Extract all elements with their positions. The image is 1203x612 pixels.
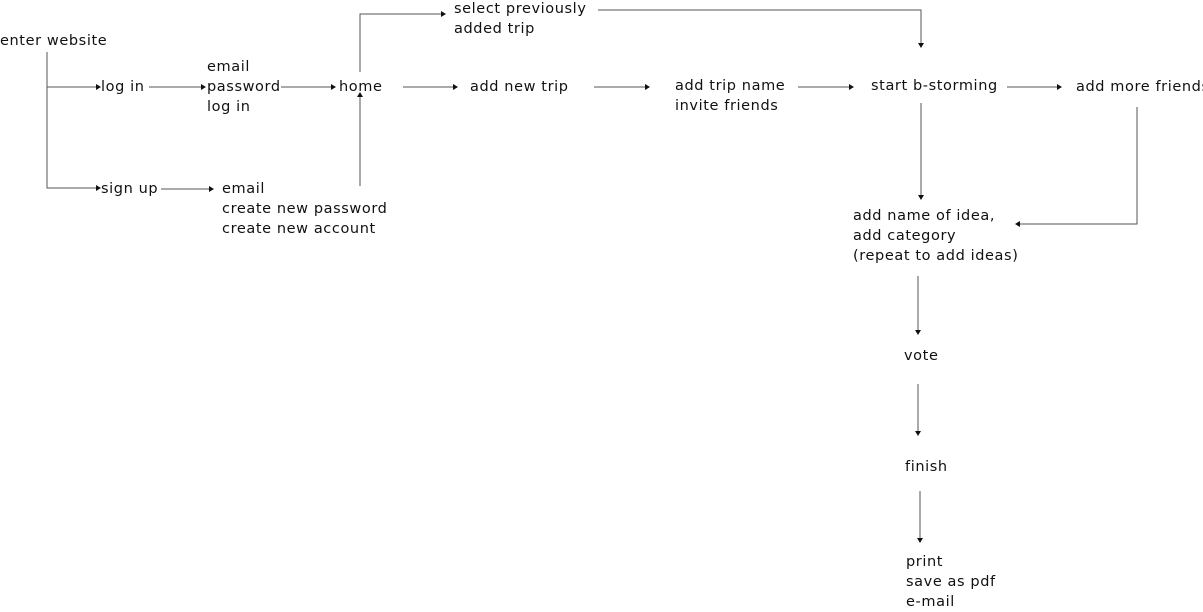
node-add-new-trip: add new trip — [470, 77, 569, 97]
node-finish: finish — [905, 457, 948, 477]
export-line-1: print — [906, 554, 944, 570]
arrowhead-icon — [331, 84, 336, 90]
arrowhead-icon — [453, 84, 458, 90]
signup-form-line-2: create new password — [222, 201, 388, 217]
signup-form-line-1: email — [222, 181, 265, 197]
select-previous-line-2: added trip — [454, 21, 535, 37]
signup-form-line-3: create new account — [222, 221, 376, 237]
arrowhead-icon — [645, 84, 650, 90]
add-idea-line-1: add name of idea, — [853, 208, 996, 224]
arrowhead-icon — [917, 538, 923, 543]
node-export: print save as pdf e-mail — [906, 552, 996, 612]
node-enter-website: enter website — [0, 31, 107, 51]
arrowhead-icon — [201, 84, 206, 90]
arrowhead-icon — [918, 43, 924, 48]
arrowhead-icon — [209, 186, 214, 192]
node-add-more-friends-line: add more friends — [1076, 79, 1203, 95]
arrowhead-icon — [915, 330, 921, 335]
node-home: home — [339, 77, 383, 97]
trip-details-line-1: add trip name — [675, 78, 786, 94]
node-enter-website-line: enter website — [0, 33, 108, 49]
node-vote-line: vote — [904, 348, 939, 364]
line-select-to-storming — [598, 9, 922, 43]
node-login-form: email password log in — [207, 57, 281, 117]
node-add-new-trip-line: add new trip — [470, 79, 569, 95]
login-form-line-3: log in — [207, 99, 251, 115]
select-previous-line-1: select previously — [454, 1, 587, 17]
node-log-in-line: log in — [101, 79, 145, 95]
arrowhead-icon — [849, 84, 854, 90]
node-add-idea: add name of idea, add category (repeat t… — [853, 206, 1018, 266]
arrowhead-icon — [441, 11, 446, 17]
arrowhead-icon — [918, 195, 924, 200]
arrowhead-icon — [96, 185, 101, 191]
arrowhead-icon — [96, 84, 101, 90]
line-to-sign-up — [46, 165, 97, 189]
arrowhead-icon — [1057, 84, 1062, 90]
node-finish-line: finish — [905, 459, 948, 475]
node-sign-up-line: sign up — [101, 181, 159, 197]
line-home-to-select — [359, 13, 442, 72]
login-form-line-2: password — [207, 79, 281, 95]
node-log-in: log in — [101, 77, 145, 97]
node-select-previous-trip: select previously added trip — [454, 0, 587, 39]
node-add-more-friends: add more friends — [1076, 77, 1203, 97]
node-start-brainstorming: start b-storming — [871, 76, 998, 96]
node-start-brainstorming-line: start b-storming — [871, 78, 998, 94]
add-idea-line-2: add category — [853, 228, 957, 244]
export-line-2: save as pdf — [906, 574, 996, 590]
export-line-3: e-mail — [906, 594, 955, 610]
login-form-line-1: email — [207, 59, 250, 75]
node-trip-details: add trip name invite friends — [675, 76, 785, 116]
trip-details-line-2: invite friends — [675, 98, 779, 114]
node-sign-up: sign up — [101, 179, 158, 199]
node-signup-form: email create new password create new acc… — [222, 179, 387, 239]
add-idea-line-3: (repeat to add ideas) — [853, 248, 1019, 264]
node-vote: vote — [904, 346, 938, 366]
line-friends-to-idea — [1020, 107, 1138, 225]
node-home-line: home — [339, 79, 383, 95]
arrowhead-icon — [357, 92, 363, 97]
arrowhead-icon — [1015, 221, 1020, 227]
arrowhead-icon — [915, 431, 921, 436]
